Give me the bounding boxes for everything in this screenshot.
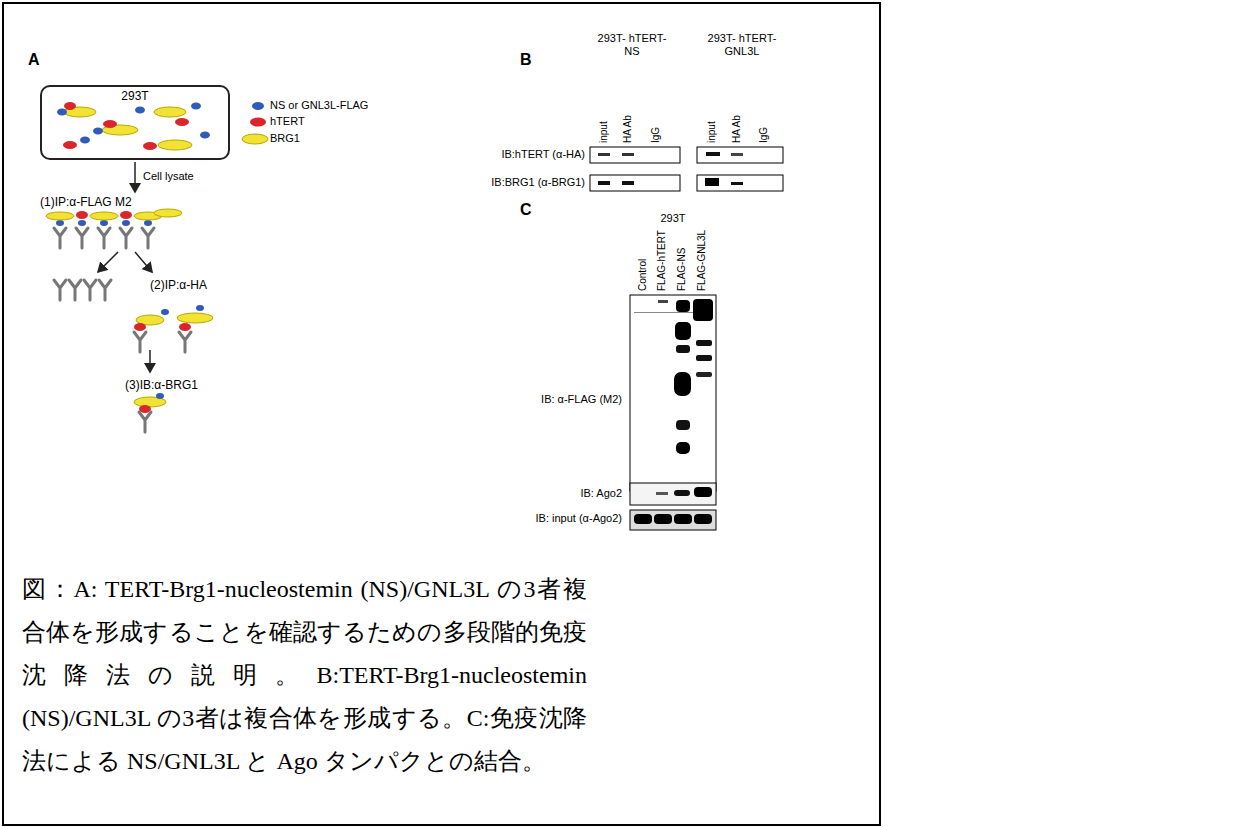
figure-label: 293T- hTERT-NS: [592, 32, 672, 58]
lane-label: Control: [637, 259, 649, 291]
figure-label: BRG1: [270, 132, 300, 145]
figure-label: 293T: [660, 212, 685, 225]
figure-caption: 図：A: TERT-Brg1-nucleostemin (NS)/GNL3L の…: [22, 568, 587, 783]
figure-label: IB: Ago2: [580, 487, 622, 500]
lane-label: FLAG-GNL3L: [696, 230, 708, 291]
cell-box: 293T: [40, 85, 230, 160]
panel-letter: A: [28, 50, 40, 69]
lane-label: HA Ab: [731, 115, 743, 143]
panel-letter: B: [520, 50, 532, 69]
lane-label: input: [598, 121, 610, 143]
figure-label: IB: input (α-Ago2): [536, 512, 622, 525]
figure-label: Cell lysate: [143, 170, 194, 183]
figure-label: (3)IB:α-BRG1: [125, 378, 198, 392]
protein-cluster: [57, 102, 210, 150]
panel-letter: C: [520, 200, 532, 219]
figure-label: NS or GNL3L-FLAG: [270, 99, 368, 112]
figure-label: (1)IP:α-FLAG M2: [40, 195, 132, 209]
cell-label: 293T: [42, 87, 228, 103]
lane-label: input: [706, 121, 718, 143]
figure-label: 293T- hTERT-GNL3L: [702, 32, 782, 58]
figure-label: hTERT: [270, 115, 305, 128]
figure-label: IB:BRG1 (α-BRG1): [491, 176, 585, 189]
lane-label: IgG: [650, 127, 662, 143]
lane-label: HA Ab: [622, 115, 634, 143]
figure-frame: [3, 3, 880, 825]
figure-label: IB: α-FLAG (M2): [541, 393, 622, 406]
western-blot: [630, 295, 716, 530]
lane-label: FLAG-NS: [676, 248, 688, 291]
figure-label: (2)IP:α-HA: [150, 278, 207, 292]
ha-immunoprecipitate: [134, 305, 213, 352]
lane-label: FLAG-hTERT: [656, 230, 668, 291]
western-blot: [590, 147, 783, 191]
brg1-detection: [134, 393, 166, 432]
antibody-beads: [46, 209, 182, 248]
lane-label: IgG: [758, 127, 770, 143]
figure-label: IB:hTERT (α-HA): [501, 148, 585, 161]
